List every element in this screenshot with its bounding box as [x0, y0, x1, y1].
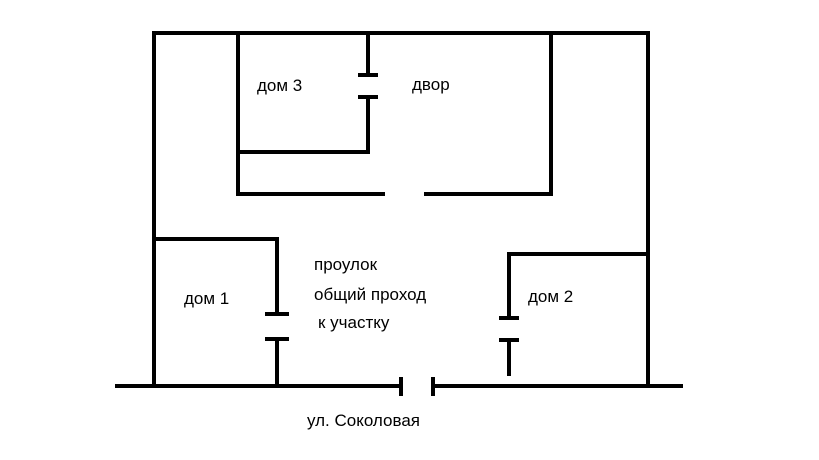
lane-label-line-3: к участку — [318, 313, 390, 332]
yard-enclosure — [236, 33, 553, 196]
house-1-label: дом 1 — [184, 289, 229, 308]
street-label: ул. Соколовая — [307, 411, 420, 430]
lane-label-line-2: общий проход — [314, 285, 426, 304]
house-2-label: дом 2 — [528, 287, 573, 306]
house-3 — [238, 33, 378, 154]
house-2 — [499, 252, 650, 376]
street-line — [115, 377, 683, 396]
house-1 — [154, 237, 289, 384]
lane-label-line-1: проулок — [314, 255, 378, 274]
house-3-label: дом 3 — [257, 76, 302, 95]
outer-boundary — [152, 31, 650, 387]
yard-label: двор — [412, 75, 450, 94]
